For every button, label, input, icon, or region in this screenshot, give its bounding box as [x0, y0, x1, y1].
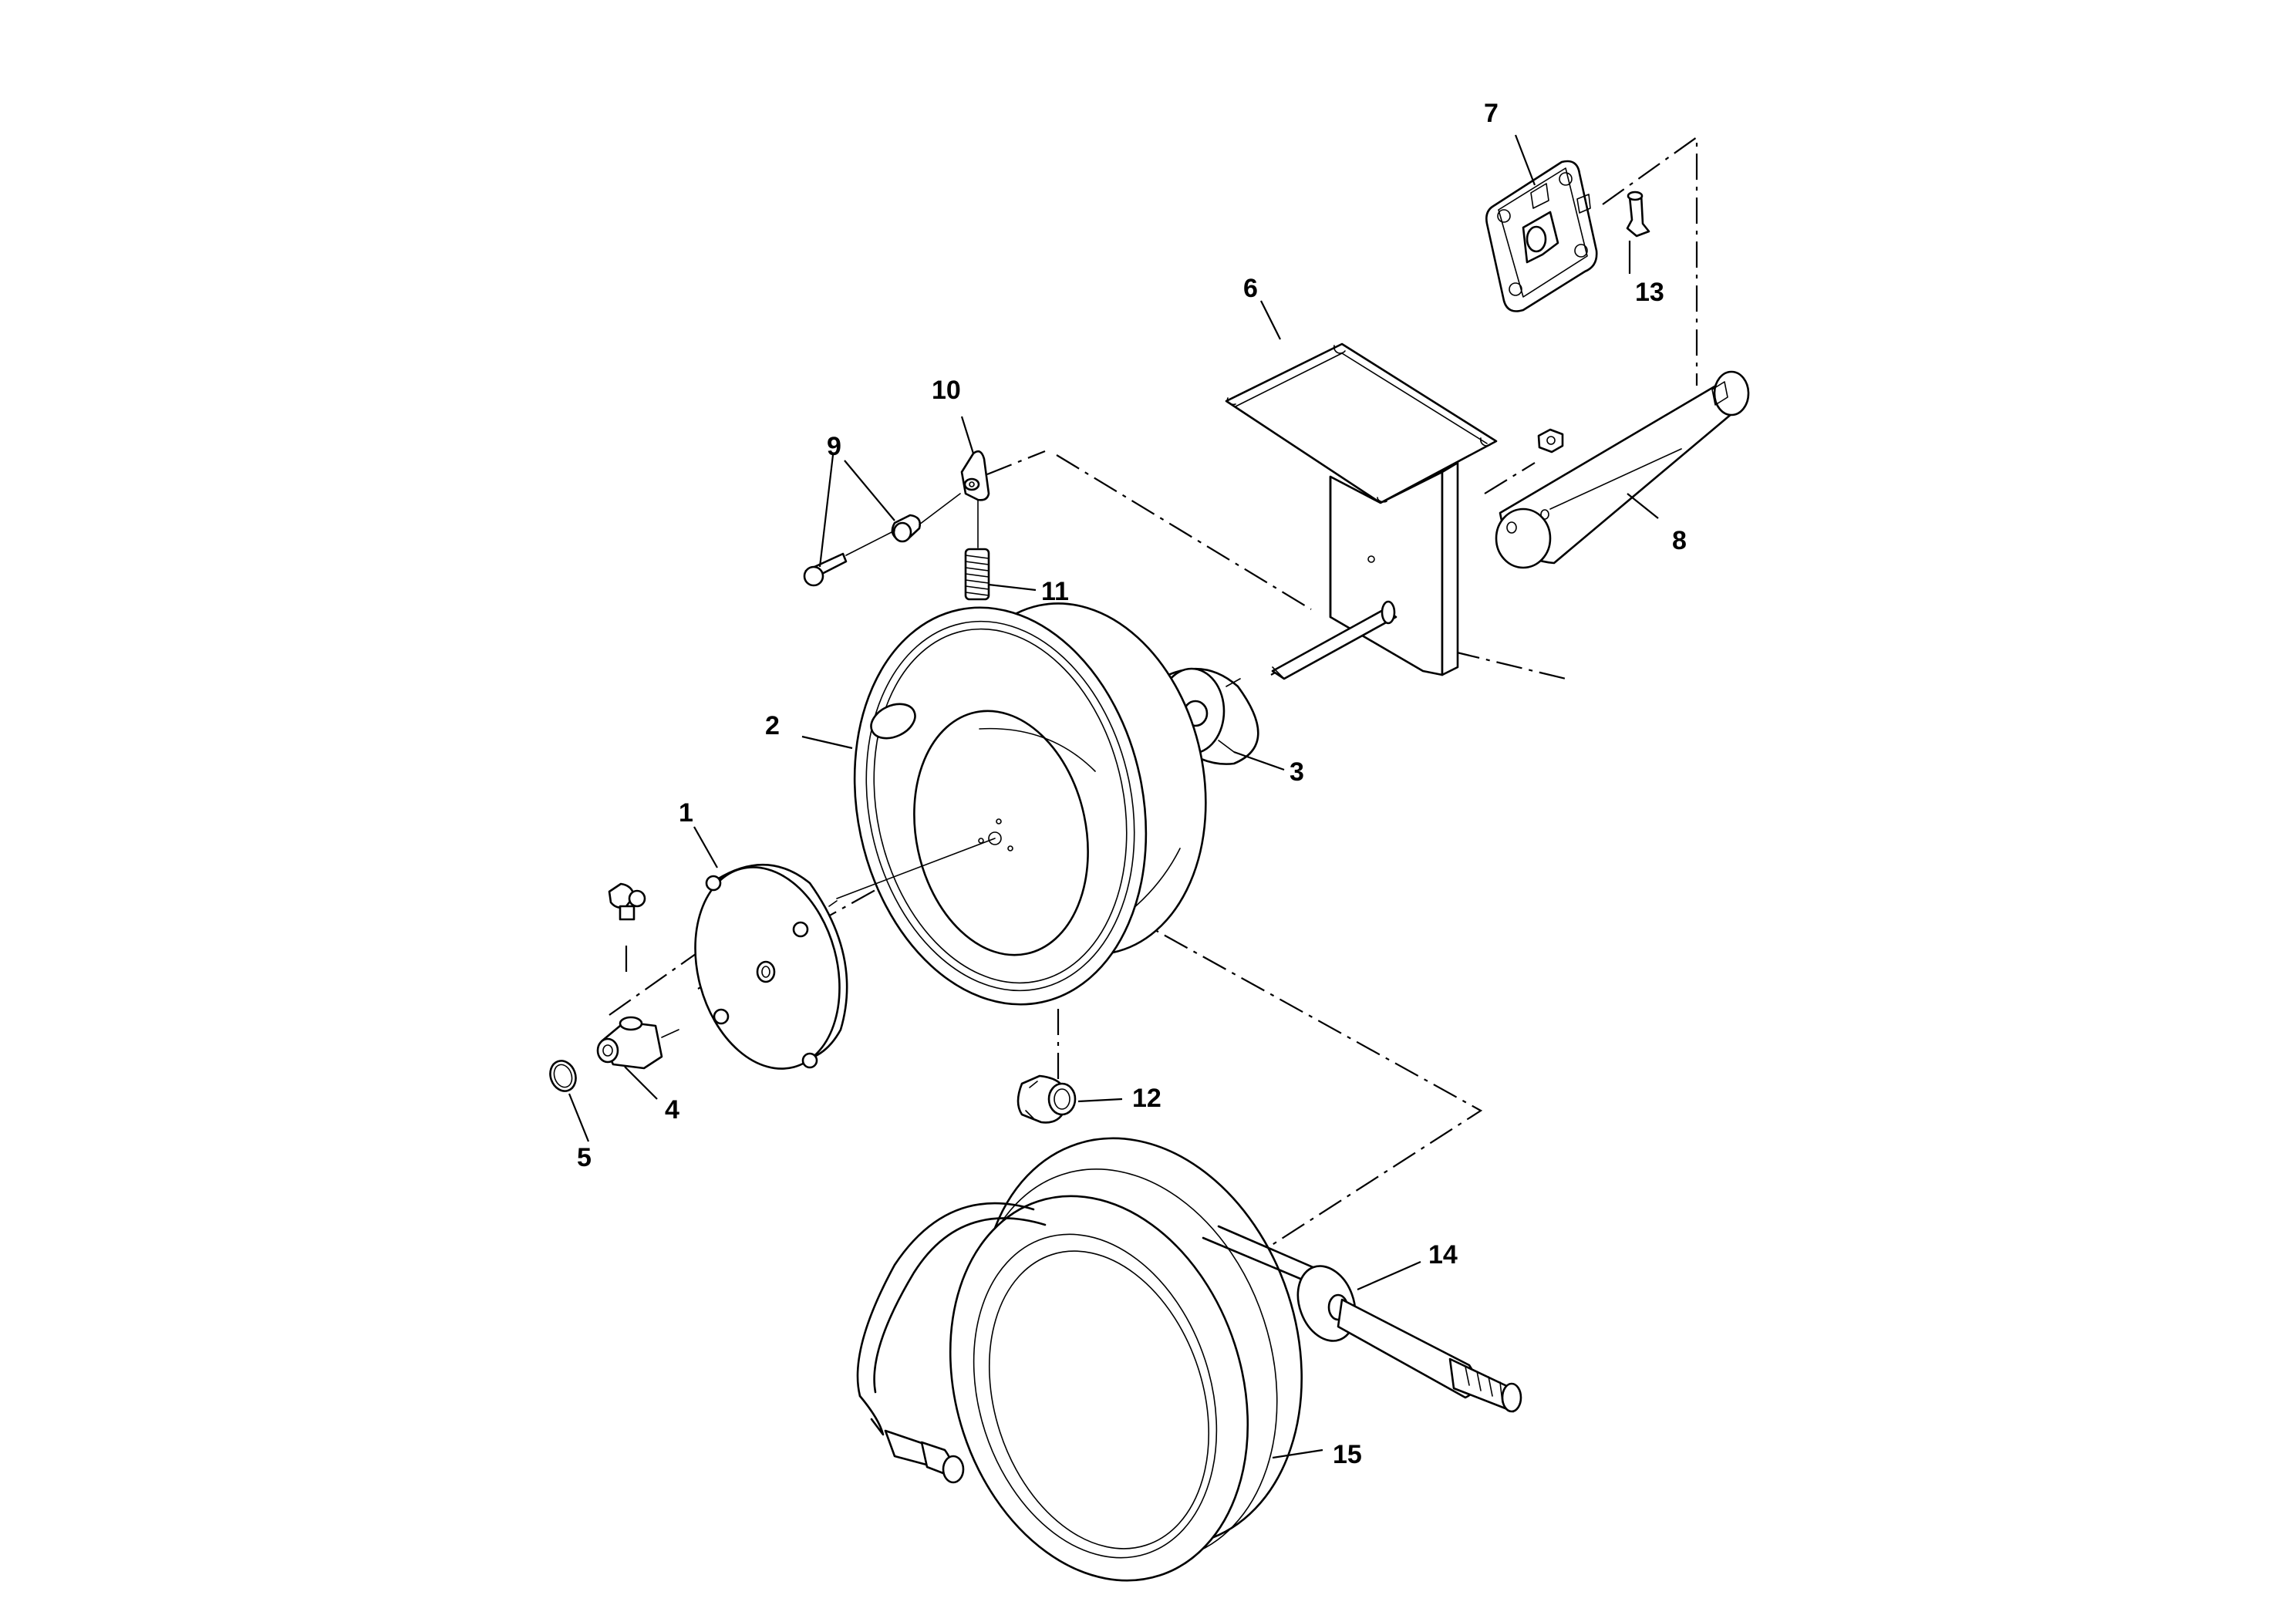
callout-8: 8 — [1672, 526, 1687, 555]
callout-5: 5 — [577, 1143, 592, 1172]
leader-lines — [568, 134, 1659, 1459]
part-hose-clamp — [1017, 1074, 1077, 1124]
part-cover-plate — [694, 863, 848, 1070]
part-nut — [1537, 428, 1564, 454]
callout-6: 6 — [1243, 274, 1258, 303]
callout-12: 12 — [1132, 1084, 1161, 1113]
callout-11: 11 — [1041, 577, 1069, 606]
callout-13: 13 — [1635, 278, 1664, 307]
callout-15: 15 — [1333, 1440, 1362, 1469]
part-pin — [1626, 191, 1650, 238]
callout-7: 7 — [1484, 99, 1499, 128]
callout-10: 10 — [932, 376, 961, 405]
part-hose-coil — [856, 1137, 1336, 1582]
callout-9: 9 — [827, 432, 841, 461]
part-reel-drum — [836, 602, 1207, 1006]
part-grease-fitting — [608, 882, 646, 921]
part-spring — [964, 499, 990, 601]
part-mounting-bracket — [1225, 342, 1498, 680]
part-o-ring — [549, 1060, 577, 1092]
part-bolt-and-spacer — [803, 493, 961, 587]
callout-14: 14 — [1428, 1240, 1458, 1270]
callout-1: 1 — [679, 798, 693, 828]
part-latch — [960, 450, 990, 501]
callout-labels: 1 2 3 4 5 6 7 8 9 10 11 12 13 14 15 — [577, 99, 1687, 1469]
part-arm — [1495, 370, 1750, 569]
callout-2: 2 — [765, 711, 780, 740]
part-lock-plate — [1485, 160, 1598, 312]
part-bumper-washer — [1296, 1265, 1522, 1413]
callout-3: 3 — [1290, 757, 1304, 787]
part-swivel-tee — [596, 1016, 679, 1070]
callout-4: 4 — [665, 1095, 679, 1125]
